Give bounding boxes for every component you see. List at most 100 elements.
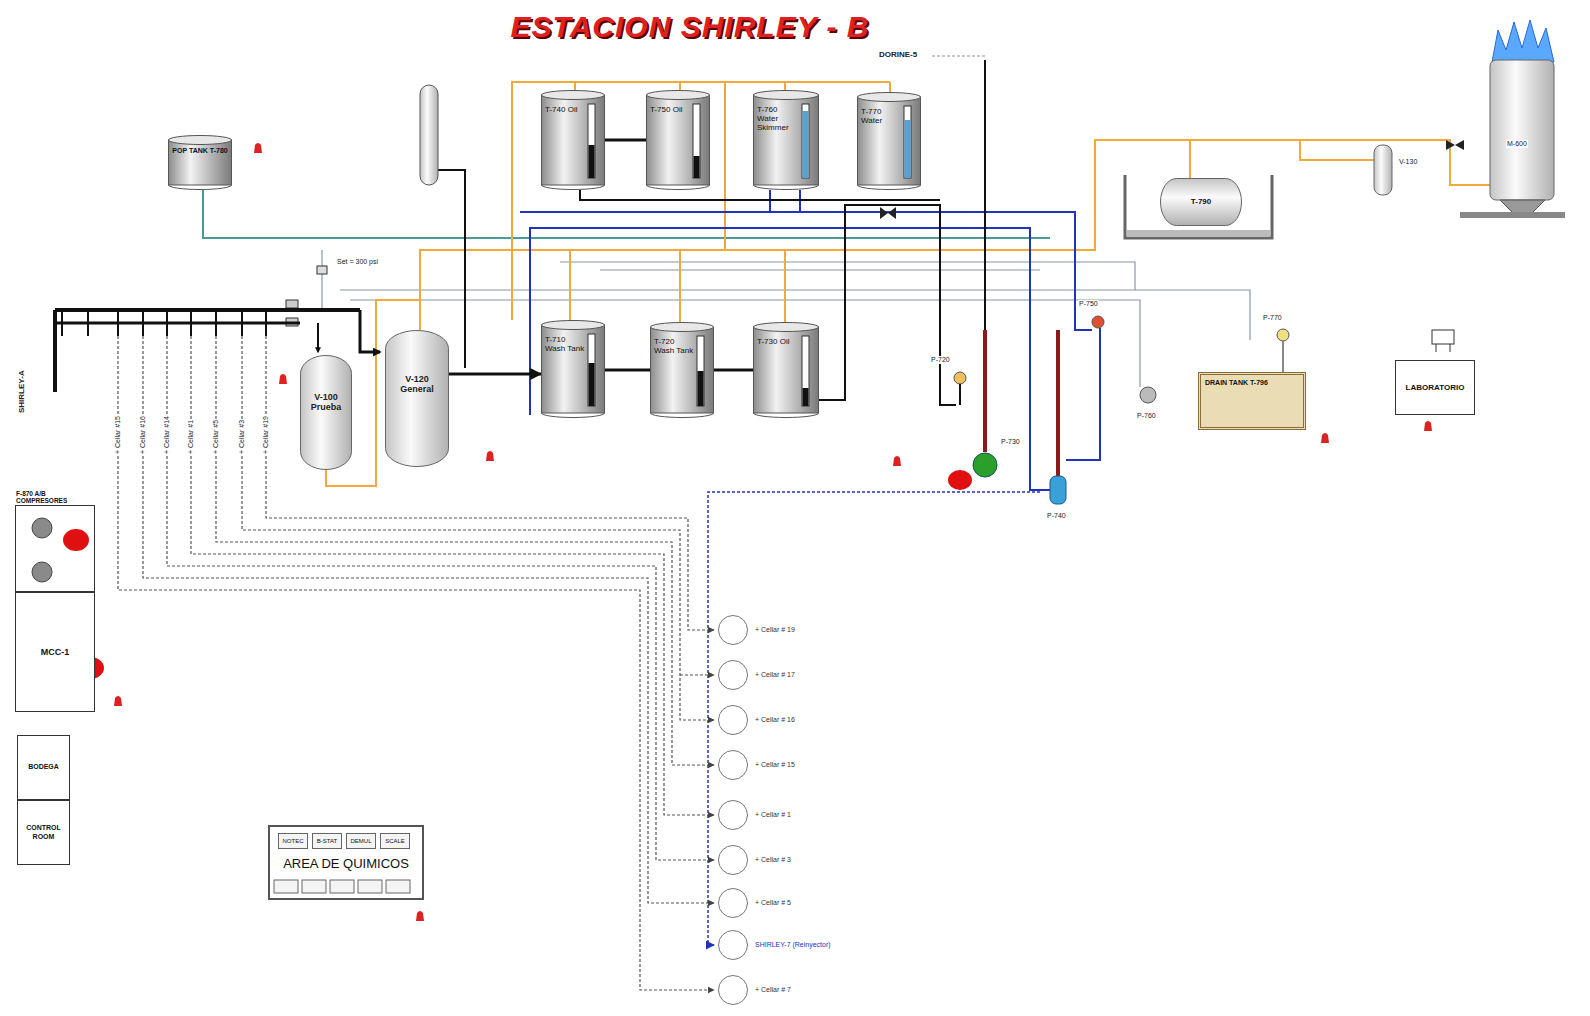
node-label: SHIRLEY-7 (Reinyector) (755, 941, 831, 949)
text-holder: NOTEC (279, 834, 307, 848)
node-label: NOTEC (283, 838, 304, 845)
text-holder: + Cellar # 7 (755, 986, 791, 994)
chemical-tote: NOTEC (278, 833, 308, 849)
text-holder: AREA DE QUIMICOS (270, 857, 422, 872)
node-label: DRAIN TANK T-796 (1205, 379, 1299, 387)
pipe-connector (605, 369, 650, 372)
text-holder: + Cellar # 1 (755, 811, 791, 819)
equipment-tag: P-750 (1078, 300, 1099, 308)
shape-outline (385, 330, 449, 467)
text-holder: B-STAT (313, 834, 341, 848)
tank-bottom (647, 185, 710, 190)
equipment-tag: DORINE-5 (878, 50, 918, 60)
storage-tank: T-760 Water Skimmer (753, 90, 819, 190)
separator-vessel: V-100 Prueba (300, 355, 352, 470)
storage-tank: T-720 Wash Tank (650, 322, 714, 418)
level-fill (589, 145, 595, 178)
tank-top (647, 91, 710, 100)
building-box: MCC-1 (15, 592, 95, 712)
pipe-connector (605, 139, 646, 142)
tank-body (858, 97, 921, 185)
node-label: AREA DE QUIMICOS (270, 857, 422, 872)
vessel-body (301, 356, 352, 470)
diagram-title: ESTACION SHIRLEY - B (511, 10, 870, 44)
text-holder: T-790 (1160, 178, 1242, 226)
tank-top (542, 91, 605, 100)
tank-body (647, 95, 710, 185)
node-label: MCC-1 (41, 647, 70, 657)
well-cellar: + Cellar # 15 (718, 750, 748, 780)
text-holder: T-760 Water Skimmer (757, 105, 799, 182)
text-holder: T-770 Water (861, 107, 901, 182)
level-gauge (697, 336, 704, 406)
tank-body (542, 95, 605, 185)
chemical-tote: SCALE (380, 833, 410, 849)
tank-top (754, 91, 819, 100)
level-gauge (588, 104, 595, 178)
node-label: + Cellar # 3 (755, 856, 791, 864)
text-holder: F-870 A/B COMPRESORES (16, 490, 86, 504)
node-label: T-720 Wash Tank (654, 337, 694, 355)
building-box: BODEGA (17, 735, 70, 800)
tank-top (754, 323, 819, 332)
flowline-tag: + Cellar #1 (187, 419, 195, 455)
storage-tank: POP TANK T-780 (168, 135, 232, 190)
equipment-tag: P-720 (930, 356, 951, 364)
text-holder: DEMUL (347, 834, 375, 848)
node-label: T-730 Oil (757, 337, 799, 346)
storage-tank: T-740 Oil (541, 90, 605, 190)
horizontal-tank: T-790 (1160, 178, 1242, 226)
node-label: B-STAT (317, 838, 337, 845)
text-holder: V-120 General (388, 374, 446, 457)
tank-body (754, 327, 819, 413)
text-holder: + Cellar # 3 (755, 856, 791, 864)
vessel-body (1161, 179, 1242, 226)
text-holder: + Cellar # 5 (755, 899, 791, 907)
tank-body (542, 325, 605, 413)
tank-top (858, 93, 921, 102)
node-label: + Cellar # 17 (755, 671, 795, 679)
text-holder: LABORATORIO (1396, 361, 1474, 414)
text-holder: T-720 Wash Tank (654, 337, 694, 410)
storage-tank: T-730 Oil (753, 322, 819, 418)
well-cellar: + Cellar # 5 (718, 888, 748, 918)
tank-bottom (754, 185, 819, 190)
tower-and-vessels (420, 85, 1392, 238)
node-label: + Cellar # 15 (755, 761, 795, 769)
text-holder: DRAIN TANK T-796 (1201, 375, 1303, 427)
tank-bottom (651, 413, 714, 418)
node-label: + Cellar # 5 (755, 899, 791, 907)
node-label: T-760 Water Skimmer (757, 105, 799, 133)
node-label: V-120 General (388, 374, 446, 395)
shape-outline (168, 135, 232, 190)
orange-lines (326, 82, 1490, 486)
tank-bottom (542, 413, 605, 418)
shape-outline (857, 92, 921, 190)
flowline-tag: + Cellar #15 (114, 415, 122, 455)
node-label: V-100 Prueba (303, 392, 349, 413)
flowline-tag: + Cellar #3 (238, 419, 246, 455)
tank-bottom (542, 185, 605, 190)
level-gauge (693, 104, 700, 178)
text-holder: T-740 Oil (545, 105, 585, 182)
text-holder: SCALE (381, 834, 409, 848)
gray-lines (322, 56, 1250, 387)
alarm-icons (114, 143, 1432, 921)
storage-tank: T-770 Water (857, 92, 921, 190)
text-holder: POP TANK T-780 (171, 147, 229, 184)
well-cellar: SHIRLEY-7 (Reinyector) (718, 930, 748, 960)
compressor-box: F-870 A/B COMPRESORES (15, 505, 95, 592)
tank-bottom (754, 413, 819, 418)
tank-body (169, 140, 232, 185)
text-holder: CONTROL ROOM (18, 801, 69, 864)
flowline-tag: SHIRLEY-A (17, 369, 27, 414)
text-holder: + Cellar # 16 (755, 716, 795, 724)
level-fill (905, 120, 911, 178)
text-holder: + Cellar # 17 (755, 671, 795, 679)
node-label: T-770 Water (861, 107, 901, 125)
storage-tank: T-710 Wash Tank (541, 320, 605, 418)
tank-top (542, 321, 605, 330)
drain-sump: DRAIN TANK T-796 (1198, 372, 1306, 430)
well-cellar: + Cellar # 7 (718, 975, 748, 1005)
node-label: DEMUL (350, 838, 371, 845)
